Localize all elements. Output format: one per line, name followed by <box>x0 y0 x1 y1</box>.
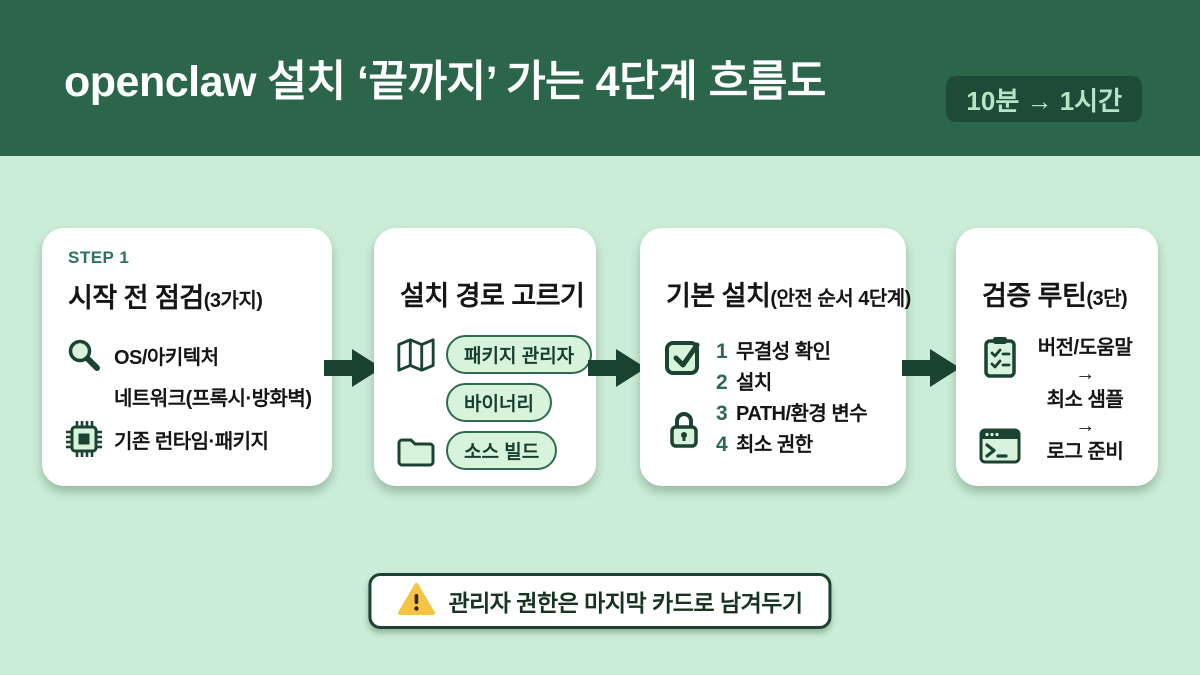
page-title: openclaw 설치 ‘끝까지’ 가는 4단계 흐름도 <box>64 58 826 106</box>
checkbox-icon <box>663 335 705 382</box>
card3-title-suffix: (안전 순서 4단계) <box>770 288 911 310</box>
step-number: 1 <box>716 340 728 363</box>
map-icon <box>396 336 436 374</box>
card2-row-bin: 바이너리 <box>396 383 574 422</box>
step-number: 3 <box>716 402 728 425</box>
card1-item-runtime-label: 기존 런타임·패키지 <box>114 430 269 453</box>
card1-title-suffix: (3가지) <box>203 290 263 312</box>
card3-title-text: 기본 설치 <box>666 281 771 311</box>
down-arrow-text: → <box>1075 363 1095 385</box>
duration-badge: 10분 → 1시간 <box>946 76 1142 122</box>
card2-title: 설치 경로 고르기 <box>400 274 585 313</box>
card4-title-text: 검증 루틴 <box>982 281 1087 311</box>
card4-line-log-ready: 로그 준비 <box>1046 441 1124 463</box>
card-basic-install: 기본 설치(안전 순서 4단계) 1 무결성 확인 2 설치 3 PATH/환경 변수… <box>640 228 911 486</box>
card2-row-src: 소스 빌드 <box>396 431 574 470</box>
card3-step-3: 3 PATH/환경 변수 <box>716 397 868 428</box>
card3-title: 기본 설치(안전 순서 4단계) <box>666 274 911 313</box>
step-text: 최소 권한 <box>736 434 813 456</box>
chip-icon <box>64 420 104 458</box>
flow-arrow-icon-1 <box>324 349 382 387</box>
terminal-icon <box>979 428 1021 469</box>
card-verify-routine: 검증 루틴(3단) 버전/도움말 → 최소 샘플 → 로그 준비 <box>956 228 1158 486</box>
folder-icon <box>396 434 436 468</box>
card2-title-text: 설치 경로 고르기 <box>400 281 585 311</box>
clipboard-checklist-icon <box>981 335 1019 384</box>
card4-title-suffix: (3단) <box>1086 288 1128 310</box>
card4-title: 검증 루틴(3단) <box>982 274 1136 313</box>
warning-text: 관리자 권한은 마지막 카드로 남겨두기 <box>448 590 803 616</box>
card4-icon-column <box>978 335 1022 469</box>
card1-title-text: 시작 전 점검 <box>68 283 204 313</box>
card4-line-min-sample: 최소 샘플 <box>1046 389 1124 411</box>
warning-callout: 관리자 권한은 마지막 카드로 남겨두기 <box>368 573 832 629</box>
card1-item-network: 네트워크(프록시·방화벽) <box>64 382 312 411</box>
step-text: 설치 <box>736 372 772 394</box>
step-number: 4 <box>716 433 728 456</box>
card1-item-os-label: OS/아키텍처 <box>114 346 219 369</box>
card3-step-2: 2 설치 <box>716 366 867 397</box>
flow-arrow-icon-3 <box>902 349 960 387</box>
card1-item-os: OS/아키텍처 <box>64 337 310 373</box>
step-number: 2 <box>716 371 728 394</box>
card3-step-4: 4 최소 권한 <box>716 428 867 459</box>
step-text: PATH/환경 변수 <box>736 403 868 425</box>
card2-pill-source-build: 소스 빌드 <box>446 431 558 470</box>
card3-body: 1 무결성 확인 2 설치 3 PATH/환경 변수 4 최소 권한 <box>662 335 884 459</box>
card3-step-1: 1 무결성 확인 <box>716 335 867 366</box>
flow-arrow-icon-2 <box>588 349 646 387</box>
card4-line-version-help: 버전/도움말 <box>1037 337 1133 359</box>
card4-line-list: 버전/도움말 → 최소 샘플 → 로그 준비 <box>1034 335 1136 469</box>
header-bar: openclaw 설치 ‘끝까지’ 가는 4단계 흐름도 10분 → 1시간 <box>0 0 1200 156</box>
card3-icon-column <box>662 335 706 459</box>
card-step1-precheck: STEP 1 시작 전 점검(3가지) OS/아키텍처 네트워크(프록시·방화벽… <box>42 228 332 486</box>
card4-body: 버전/도움말 → 최소 샘플 → 로그 준비 <box>978 335 1136 469</box>
search-icon <box>64 337 104 373</box>
step-text: 무결성 확인 <box>736 341 831 363</box>
card2-pill-binary: 바이너리 <box>446 383 552 422</box>
card2-row-pkg: 패키지 관리자 <box>396 335 593 374</box>
step1-label: STEP 1 <box>68 248 130 267</box>
card1-item-runtime: 기존 런타임·패키지 <box>64 420 310 458</box>
card1-title: 시작 전 점검(3가지) <box>68 276 310 315</box>
card3-step-list: 1 무결성 확인 2 설치 3 PATH/환경 변수 4 최소 권한 <box>716 335 868 459</box>
down-arrow-text: → <box>1075 415 1095 437</box>
warning-triangle-icon <box>397 582 435 621</box>
card1-item-network-label: 네트워크(프록시·방화벽) <box>114 388 312 410</box>
lock-icon <box>666 408 702 455</box>
card-install-path: 설치 경로 고르기 패키지 관리자 바이너리 소스 빌드 <box>374 228 596 486</box>
card2-pill-package-manager: 패키지 관리자 <box>446 335 593 374</box>
